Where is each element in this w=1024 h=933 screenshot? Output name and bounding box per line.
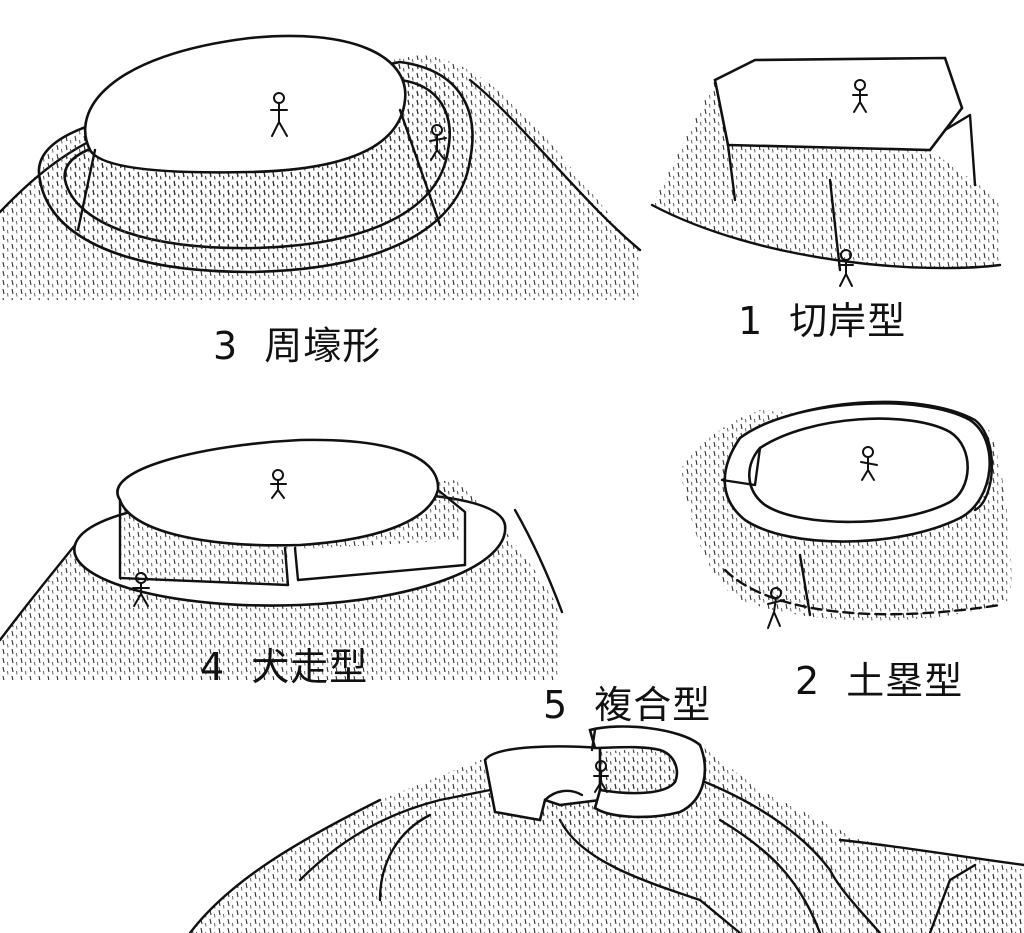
type-number: 3 — [213, 324, 239, 368]
type-4-terrace-drawing — [0, 438, 564, 680]
type-number: 1 — [738, 299, 764, 343]
type-name: 切岸型 — [789, 299, 907, 343]
type-name: 複合型 — [594, 683, 712, 727]
type-3-moat-drawing — [0, 34, 642, 300]
person-figure-icon — [767, 587, 785, 629]
person-figure-icon — [132, 572, 150, 607]
person-figure-icon — [593, 760, 609, 793]
person-figure-icon — [429, 124, 447, 161]
type-number: 4 — [200, 645, 226, 689]
person-figure-icon — [270, 92, 288, 137]
type-name: 周壕形 — [264, 324, 382, 368]
type-4-label: 4 犬走型 — [200, 636, 368, 691]
person-figure-icon — [838, 249, 854, 287]
type-5-label: 5 複合型 — [543, 674, 711, 729]
person-figure-icon — [852, 79, 868, 113]
type-1-scarp-drawing — [650, 56, 1002, 287]
type-2-label: 2 土塁型 — [795, 650, 963, 705]
type-5-compound-drawing — [188, 725, 1024, 933]
type-name: 土塁型 — [846, 659, 964, 703]
person-figure-icon — [860, 446, 878, 481]
type-number: 2 — [795, 659, 821, 703]
type-number: 5 — [543, 683, 569, 727]
person-figure-icon — [270, 469, 287, 499]
type-1-label: 1 切岸型 — [738, 290, 906, 345]
type-2-earthwork-drawing — [680, 400, 1012, 629]
type-name: 犬走型 — [251, 645, 369, 689]
type-3-label: 3 周壕形 — [213, 315, 381, 370]
